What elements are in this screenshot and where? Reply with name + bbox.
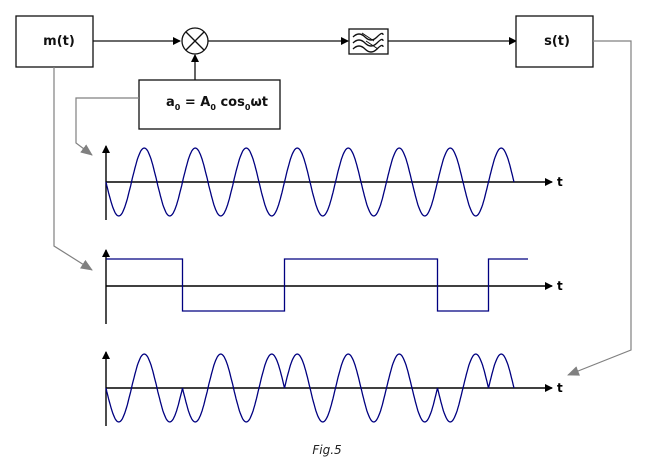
t-axis-label: t xyxy=(557,381,563,395)
carrier-block: a0 = A0 cos0ωt xyxy=(138,79,281,130)
output-plot-connector xyxy=(567,40,632,376)
output-label: s(t) xyxy=(544,34,570,49)
bandpass-filter-icon xyxy=(348,28,389,55)
figure-caption: Fig.5 xyxy=(312,443,341,457)
multiplier-icon xyxy=(181,27,209,55)
carrier-waveform xyxy=(105,147,515,217)
plot-binary-data: t xyxy=(102,249,563,324)
output-block: s(t) xyxy=(515,15,594,68)
psk-output-waveform xyxy=(105,353,515,423)
carrier-equation: a0 = A0 cos0ωt xyxy=(166,95,268,112)
carrier-plot-connector xyxy=(75,97,139,156)
message-block: m(t) xyxy=(15,15,94,68)
plot-psk-output: t xyxy=(102,351,563,426)
message-label: m(t) xyxy=(43,34,75,49)
binary-data-waveform xyxy=(106,258,528,312)
plot-carrier: t xyxy=(102,145,563,220)
t-axis-label: t xyxy=(557,175,563,189)
data-plot-connector xyxy=(53,67,93,271)
t-axis-label: t xyxy=(557,279,563,293)
